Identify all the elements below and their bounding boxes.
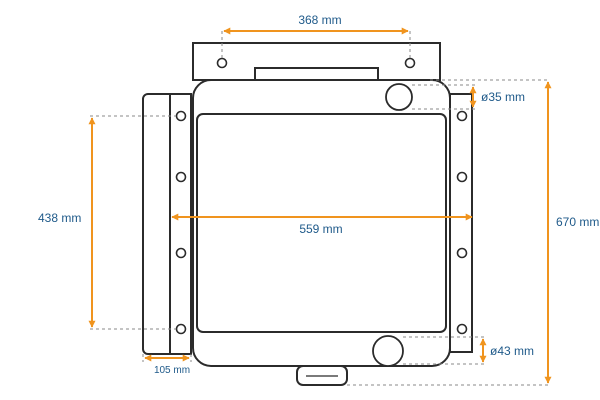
- top-port: [385, 83, 413, 111]
- top-mounting-bracket: [192, 42, 441, 81]
- right-side-frame: [449, 93, 473, 353]
- bracket-hole-right: [404, 57, 416, 69]
- right-frame-hole-2: [456, 171, 468, 183]
- dim-label-670: 670 mm: [556, 215, 599, 229]
- right-frame-hole-1: [456, 110, 468, 122]
- dim-label-43: ø43 mm: [490, 344, 534, 358]
- dim-label-368: 368 mm: [298, 13, 341, 27]
- radiator-core: [196, 113, 447, 333]
- right-frame-hole-4: [456, 323, 468, 335]
- dim-label-105: 105 mm: [154, 365, 190, 376]
- left-frame-hole-1: [175, 110, 187, 122]
- dim-label-559: 559 mm: [299, 222, 342, 236]
- dim-label-438: 438 mm: [38, 211, 81, 225]
- right-frame-hole-3: [456, 247, 468, 259]
- left-frame-hole-4: [175, 323, 187, 335]
- bottom-port: [372, 335, 404, 367]
- left-frame-hole-2: [175, 171, 187, 183]
- dim-label-35: ø35 mm: [481, 90, 525, 104]
- left-frame-hole-3: [175, 247, 187, 259]
- bracket-hole-left: [216, 57, 228, 69]
- left-side-frame-rail: [169, 93, 192, 355]
